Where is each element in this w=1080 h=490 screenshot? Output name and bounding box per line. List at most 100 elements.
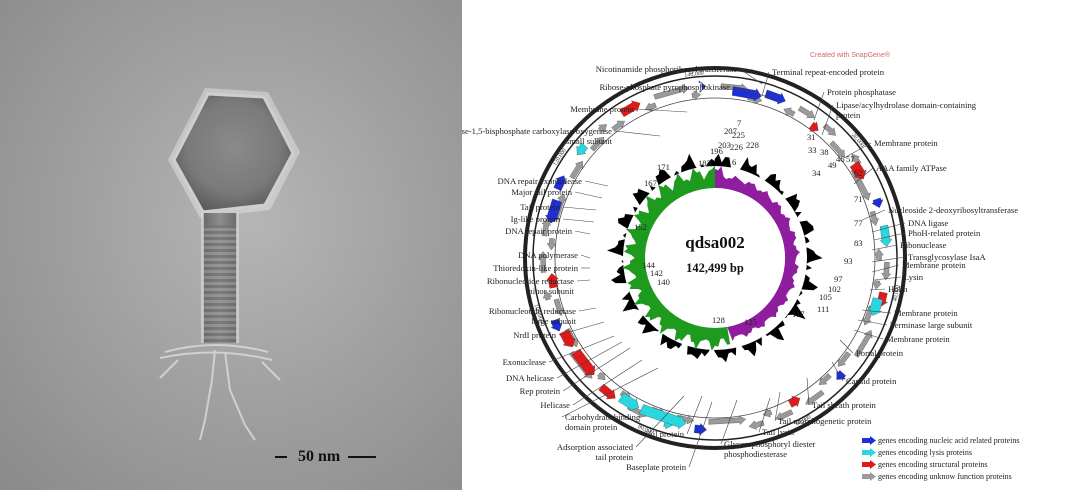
scale-bar-right (348, 456, 376, 458)
position-tick: 100,000 (532, 304, 544, 324)
gene-arrow (787, 395, 801, 408)
gene-label-line: Carbohydrate binding (565, 412, 641, 422)
position-tick: 40,000 (892, 285, 901, 302)
gene-number: 105 (819, 292, 832, 302)
gene-label: AAA family ATPase (876, 163, 947, 173)
gene-arrow (871, 197, 884, 208)
gene-label: Terminase large subunit (890, 320, 973, 330)
gene-label: Transglycosylase IsaA (908, 252, 987, 262)
gene-label-line: Adsorption associated (557, 442, 634, 452)
legend-arrow-icon (862, 471, 876, 481)
gene-label: Ribonuclease (900, 240, 946, 250)
legend-item-nucleic-acid: genes encoding nucleic acid related prot… (862, 434, 1020, 446)
gene-arrow (691, 90, 701, 101)
leader-line (831, 361, 844, 382)
gene-number: 33 (808, 145, 817, 155)
leader-line (758, 397, 771, 433)
position-tick: 140,000 (684, 70, 704, 78)
gene-label-line: phosphodiesterase (724, 449, 787, 459)
gene-label: Helicase (540, 400, 570, 410)
scale-bar-label: 50 nm (298, 448, 341, 465)
gene-label: Membrane protein (874, 138, 938, 148)
electron-micrograph: 50 nm (0, 0, 462, 490)
leader-line (861, 209, 886, 221)
leader-line (853, 329, 884, 340)
leader-line (574, 230, 591, 235)
leader-line (869, 288, 886, 291)
leader-line (720, 399, 738, 445)
baseplate (159, 344, 281, 441)
gene-label: Nucleoside 2-deoxyribosyltransferase (888, 205, 1018, 215)
gene-label: Thioredoxin-like protein (493, 263, 578, 273)
gene-number: 171 (657, 162, 670, 172)
gene-arrow (829, 140, 845, 158)
gene-baseline (554, 97, 876, 419)
gene-label: Protein phosphatase (827, 87, 896, 97)
gene-label: Ribose-phosphate pyrophosphokinase (599, 82, 730, 92)
gene-number: 49 (828, 160, 837, 170)
center-disc (645, 188, 785, 328)
position-tick: 80,000 (637, 424, 655, 436)
leader-line (843, 142, 872, 159)
gene-number: 7 (737, 118, 742, 128)
gene-arrow (546, 273, 559, 289)
gene-arrow (837, 351, 851, 367)
leader-line (861, 309, 892, 314)
gene-arrow (576, 142, 589, 156)
legend-label: genes encoding nucleic acid related prot… (878, 435, 1020, 445)
gene-number: 152 (634, 222, 647, 232)
gene-arrow-large (731, 86, 762, 102)
gene-label: NrdI protein (513, 330, 556, 340)
leader-line (562, 218, 595, 223)
gene-label: Tail sheath protein (812, 400, 877, 410)
gene-label: Tail lysin (762, 427, 795, 437)
gene-arrow (798, 105, 815, 118)
leader-line (688, 401, 713, 468)
leader-line (774, 391, 781, 422)
gene-label: Exonuclease (503, 357, 547, 367)
leader-line (873, 232, 906, 241)
leader-line (739, 68, 763, 85)
gene-label: Terminal repeat-encoded protein (772, 67, 885, 77)
gene-label: Nicotinamide phosphoribosyl transferase (596, 64, 737, 74)
gene-label-line: small subunit (566, 136, 613, 146)
gene-label: Membrane protein (902, 260, 966, 270)
leader-line (561, 367, 659, 418)
scale-bar-left (275, 456, 287, 458)
gene-arrow (550, 318, 563, 332)
gene-number: 167 (644, 178, 658, 188)
gene-arrow (836, 370, 847, 380)
leader-line (574, 191, 603, 199)
gene-label: Membrane protein (886, 334, 950, 344)
gene-label-line: Ribonucleotide reductase (489, 306, 576, 316)
gene-label: Portal protein (856, 348, 904, 358)
genome-map-svg: 20,00040,00060,00080,000100,000120,00014… (462, 64, 1018, 472)
gene-label: Holin (888, 284, 908, 294)
legend-label: genes encoding lysis proteins (878, 447, 972, 457)
leader-line (871, 244, 898, 251)
gene-arrow (808, 121, 819, 132)
gene-arrow (598, 124, 607, 133)
gene-number: 144 (642, 260, 656, 270)
leader-line (576, 279, 591, 282)
gene-arrow (822, 123, 836, 136)
leader-line (562, 347, 631, 392)
gene-label-line: tail protein (596, 452, 634, 462)
gene-number: 225 (732, 130, 745, 140)
leader-line (853, 167, 874, 185)
gene-arrow (881, 261, 892, 281)
leader-line (572, 359, 643, 406)
leader-line (614, 130, 661, 137)
gene-arrow (644, 102, 657, 112)
gene-number: 38 (820, 147, 829, 157)
gene-label-line: minor subunit (526, 286, 575, 296)
gc-skew-negative (715, 166, 800, 342)
gene-arrow (698, 80, 707, 94)
gene-label: Tail protein (520, 202, 560, 212)
gene-label: Major tail protein (511, 187, 572, 197)
gene-label: DNA helicase (506, 373, 554, 383)
gene-number: 62 (854, 168, 863, 178)
